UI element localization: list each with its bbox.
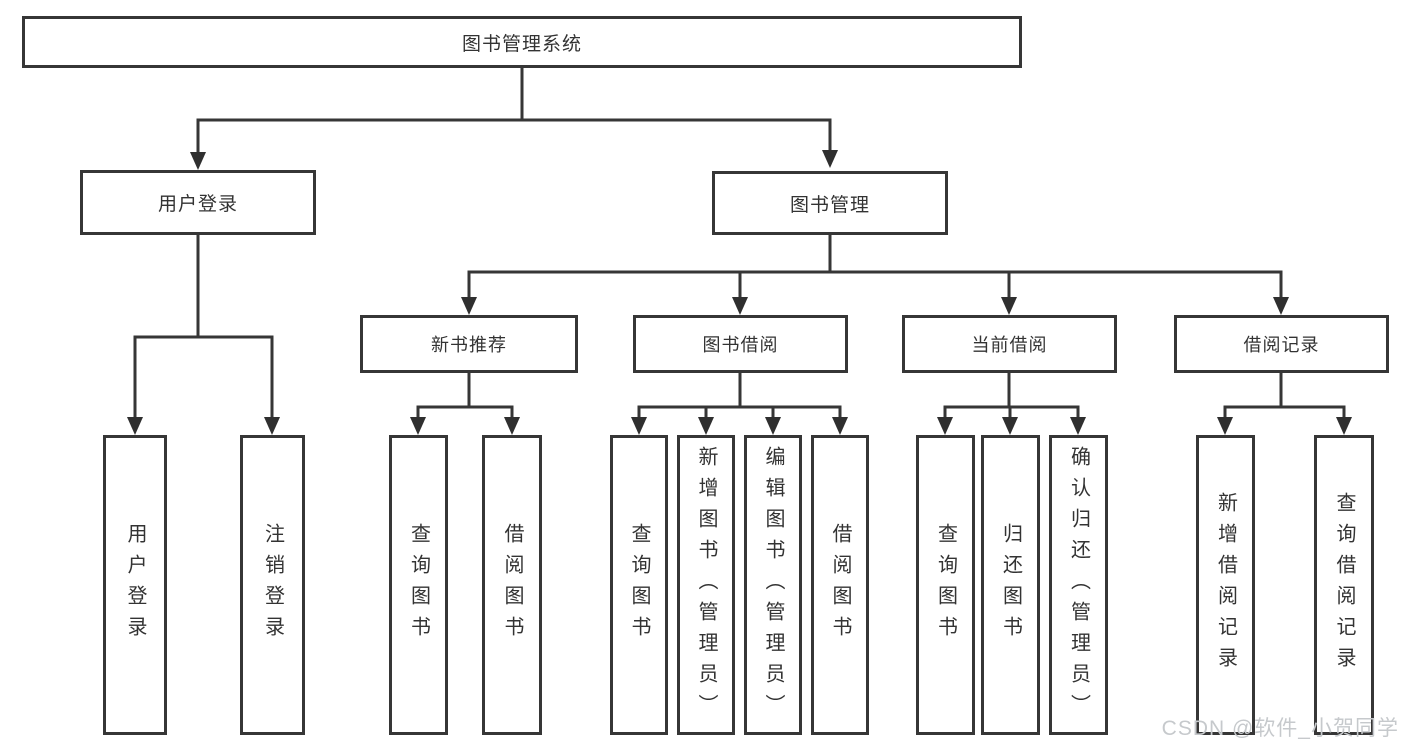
node-borrow-records-label: 借阅记录 [1243,335,1320,355]
leaf-edit-books-admin: 编辑图书（管理员） [744,435,802,735]
node-current-borrow: 当前借阅 [902,315,1117,373]
leaf-logout-label: 注销登录 [261,523,284,647]
node-root: 图书管理系统 [22,16,1022,68]
watermark-text: CSDN @软件_小贺同学 [1161,717,1399,740]
node-current-borrow-label: 当前借阅 [971,335,1048,355]
node-book-borrow: 图书借阅 [633,315,848,373]
leaf-borrow-books: 借阅图书 [811,435,869,735]
leaf-query-books-borrow-label: 查询图书 [628,523,650,647]
leaf-add-borrow-record: 新增借阅记录 [1196,435,1255,735]
node-book-borrow-label: 图书借阅 [702,335,779,355]
node-user-login-label: 用户登录 [157,194,238,215]
leaf-user-login: 用户登录 [103,435,167,735]
leaf-query-borrow-record-label: 查询借阅记录 [1333,492,1355,678]
leaf-add-books-admin-label: 新增图书（管理员） [695,445,717,725]
leaf-return-books-label: 归还图书 [999,523,1022,647]
leaf-add-books-admin: 新增图书（管理员） [677,435,735,735]
leaf-query-books-borrow: 查询图书 [610,435,668,735]
leaf-query-books-current: 查询图书 [916,435,975,735]
leaf-query-books-current-label: 查询图书 [934,523,957,647]
leaf-confirm-return-admin-label: 确认归还（管理员） [1067,445,1090,725]
leaf-confirm-return-admin: 确认归还（管理员） [1049,435,1108,735]
node-new-book-recommend-label: 新书推荐 [431,335,507,355]
node-borrow-records: 借阅记录 [1174,315,1389,373]
leaf-borrow-books-label: 借阅图书 [829,523,851,647]
leaf-edit-books-admin-label: 编辑图书（管理员） [762,445,784,725]
node-user-login: 用户登录 [80,170,316,235]
leaf-borrow-books-recommend: 借阅图书 [482,435,542,735]
leaf-return-books: 归还图书 [981,435,1040,735]
leaf-borrow-books-recommend-label: 借阅图书 [501,523,523,647]
leaf-logout: 注销登录 [240,435,305,735]
node-book-management-label: 图书管理 [789,194,870,216]
leaf-query-books-recommend: 查询图书 [389,435,448,735]
node-new-book-recommend: 新书推荐 [360,315,578,373]
leaf-query-books-recommend-label: 查询图书 [407,523,430,647]
leaf-add-borrow-record-label: 新增借阅记录 [1214,492,1237,678]
leaf-user-login-label: 用户登录 [124,523,146,647]
node-root-label: 图书管理系统 [461,33,582,55]
node-book-management: 图书管理 [712,171,948,235]
leaf-query-borrow-record: 查询借阅记录 [1314,435,1374,735]
